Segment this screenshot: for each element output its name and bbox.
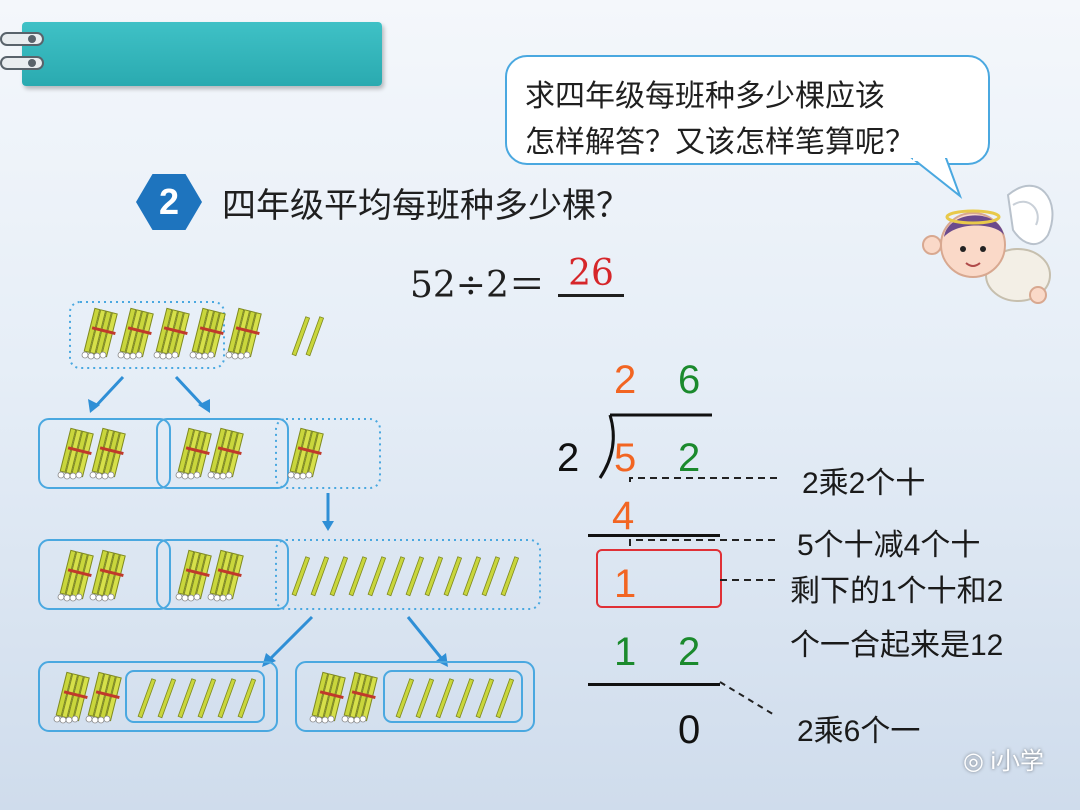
speech-bubble: 求四年级每班种多少棵应该 怎样解答？又该怎样笔算呢？ (505, 55, 990, 165)
stick-bundles-diagram (30, 295, 550, 745)
angel-mascot-icon (918, 175, 1063, 310)
note-2x2-tens: 2乘2个十 (802, 458, 925, 502)
header-tab (22, 22, 382, 86)
problem-number-badge: 2 (136, 174, 202, 230)
problem-question: 四年级平均每班种多少棵？ (222, 178, 630, 227)
note-2x6-ones: 2乘6个一 (797, 706, 920, 750)
note-5-minus-4-tens: 5个十减4个十 (797, 520, 980, 564)
note-remainder-line-1: 剩下的1个十和2 (790, 566, 1003, 610)
binder-ring (0, 56, 44, 70)
binder-ring (0, 32, 44, 46)
watermark: ◎ i小学 (963, 741, 1044, 776)
bubble-line-2: 怎样解答？又该怎样笔算呢？ (525, 117, 915, 161)
wechat-icon: ◎ (963, 748, 984, 775)
quotient-ones: 6 (678, 360, 700, 400)
watermark-text: i小学 (991, 748, 1044, 775)
note-remainder-line-2: 个一合起来是12 (790, 620, 1003, 664)
equation-answer: 26 (558, 254, 624, 297)
divisor: 2 (557, 438, 579, 478)
bubble-line-1: 求四年级每班种多少棵应该 (525, 71, 885, 115)
quotient-tens: 2 (614, 360, 636, 400)
